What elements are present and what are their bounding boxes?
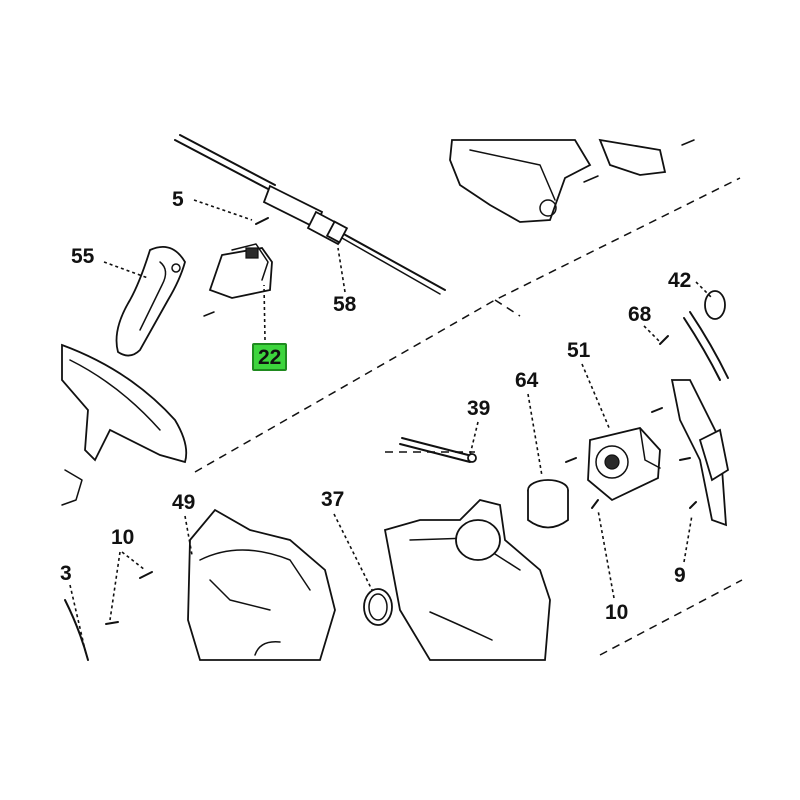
callout-68: 68 <box>628 303 652 326</box>
callout-51: 51 <box>567 339 591 362</box>
rod-part <box>670 290 730 527</box>
gear-housing-part <box>587 427 661 502</box>
callout-5: 5 <box>172 188 184 211</box>
callout-37: 37 <box>321 488 345 511</box>
callout-22: 22 <box>252 343 288 371</box>
blade-edge <box>64 599 89 661</box>
callout-39: 39 <box>467 397 491 420</box>
pin-part <box>399 437 477 463</box>
switch-part <box>203 243 273 317</box>
callout-10-right: 10 <box>605 601 629 624</box>
bushing-part <box>527 479 569 529</box>
callout-10-left: 10 <box>111 526 135 549</box>
blade-guard-part <box>187 508 336 661</box>
screw-part <box>255 217 269 225</box>
assembly-boundary-line <box>194 177 741 473</box>
bracket-part <box>449 138 695 223</box>
callout-58: 58 <box>333 293 357 316</box>
callout-64: 64 <box>515 369 539 392</box>
callout-3: 3 <box>60 562 72 585</box>
callout-42: 42 <box>668 269 692 292</box>
lower-guard-part <box>383 499 551 661</box>
cable-assembly-part <box>174 134 446 295</box>
callout-49: 49 <box>172 491 196 514</box>
housing-arm-part <box>61 343 188 506</box>
retaining-ring-part <box>363 588 393 626</box>
screw-part <box>565 457 577 463</box>
clip-part <box>115 246 186 357</box>
callout-9: 9 <box>674 564 686 587</box>
callout-55: 55 <box>71 245 95 268</box>
